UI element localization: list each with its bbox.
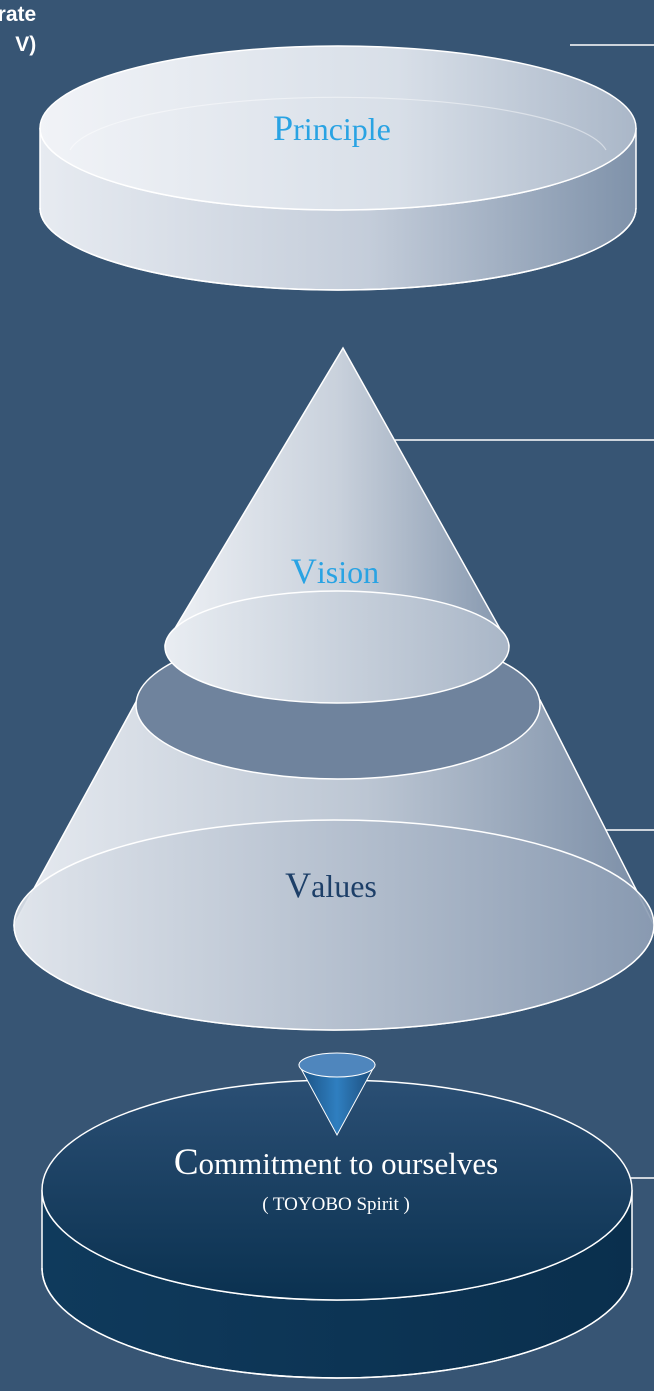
commitment-subtitle: ( TOYOBO Spirit )	[262, 1194, 410, 1215]
vision-label-initial: V	[291, 551, 317, 591]
principle-label-rest: rinciple	[293, 111, 391, 147]
values-label-rest: alues	[311, 868, 377, 904]
commitment-label-initial: C	[174, 1142, 199, 1183]
vision-label: Vision	[291, 551, 379, 591]
mini-cone-icon	[298, 1052, 376, 1137]
commitment-disc	[41, 1079, 633, 1379]
vision-cone	[164, 346, 510, 704]
vision-cone-base	[164, 590, 510, 704]
header-line-1: porate	[0, 3, 37, 26]
vision-label-rest: ision	[317, 554, 379, 590]
principle-disc-bottom-edge	[39, 207, 637, 291]
principle-label: Principle	[273, 108, 391, 148]
header-text: porateV)	[0, 0, 36, 60]
principle-disc	[39, 45, 637, 291]
commitment-disc-bottom-edge	[41, 1267, 633, 1379]
principle-disc-top	[39, 45, 637, 211]
commitment-label-rest: ommitment to ourselves	[199, 1146, 499, 1181]
mini-cone-top	[298, 1052, 376, 1078]
commitment-label: Commitment to ourselves	[174, 1142, 498, 1183]
header-line-2: V)	[15, 33, 37, 56]
values-frustum-bottom	[13, 819, 654, 1031]
principle-label-initial: P	[273, 108, 293, 148]
values-label-initial: V	[285, 865, 311, 905]
values-label: Values	[285, 865, 377, 905]
principle-disc-inner-rim	[69, 96, 607, 151]
